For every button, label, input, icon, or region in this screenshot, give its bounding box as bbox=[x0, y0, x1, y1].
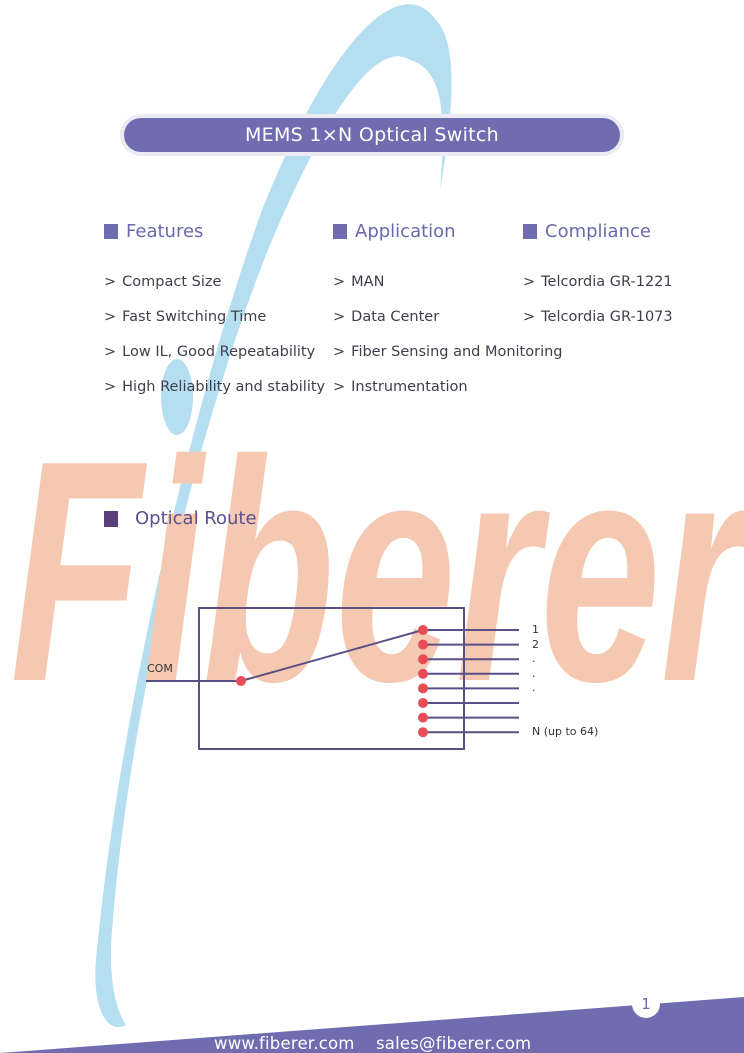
port-label: 2 bbox=[532, 637, 539, 651]
port-label: . bbox=[532, 652, 536, 666]
port-label: N (up to 64) bbox=[532, 725, 599, 739]
optical-route-heading: Optical Route bbox=[104, 508, 257, 529]
port-label: . bbox=[532, 666, 536, 680]
compliance-item: >Telcordia GR-1221 bbox=[523, 274, 673, 290]
port-lines bbox=[423, 629, 519, 734]
port-dot bbox=[418, 712, 428, 723]
port-dot bbox=[418, 698, 428, 708]
port-dot bbox=[418, 683, 428, 694]
optical-route-square-icon bbox=[104, 510, 118, 527]
application-square-icon bbox=[333, 224, 347, 239]
port-dots bbox=[418, 625, 428, 738]
port-dot bbox=[418, 668, 428, 679]
watermark-text: Fiberer bbox=[10, 395, 744, 747]
compliance-heading: Compliance bbox=[523, 221, 651, 242]
port-label: 1 bbox=[532, 623, 539, 636]
application-item: >Fiber Sensing and Monitoring bbox=[333, 344, 563, 360]
application-heading-label: Application bbox=[355, 221, 456, 242]
features-heading: Features bbox=[104, 221, 203, 242]
com-dot bbox=[236, 676, 246, 686]
footer-email[interactable]: sales@fiberer.com bbox=[376, 1034, 532, 1053]
port-dot bbox=[418, 727, 428, 738]
compliance-item: >Telcordia GR-1073 bbox=[523, 309, 673, 325]
features-item: >Compact Size bbox=[104, 274, 222, 290]
decorative-arc bbox=[95, 4, 452, 1028]
application-item: >Data Center bbox=[333, 309, 440, 325]
footer-band bbox=[0, 997, 744, 1053]
port-dot bbox=[418, 639, 428, 650]
features-item: >High Reliability and stability bbox=[104, 379, 326, 395]
features-item: >Low IL, Good Repeatability bbox=[104, 344, 316, 360]
features-item: >Fast Switching Time bbox=[104, 309, 267, 325]
com-label: COM bbox=[147, 662, 173, 675]
footer-website[interactable]: www.fiberer.com bbox=[214, 1034, 355, 1053]
port-dot bbox=[418, 625, 428, 635]
switch-arm-line bbox=[240, 629, 424, 682]
compliance-heading-label: Compliance bbox=[545, 221, 651, 242]
features-square-icon bbox=[104, 224, 118, 239]
features-heading-label: Features bbox=[126, 221, 204, 242]
compliance-square-icon bbox=[523, 224, 537, 239]
page-number: 1 bbox=[632, 990, 660, 1018]
port-dot bbox=[418, 654, 428, 665]
application-item: >Instrumentation bbox=[333, 379, 468, 395]
application-item: >MAN bbox=[333, 274, 385, 290]
optical-route-heading-label: Optical Route bbox=[135, 508, 257, 529]
application-heading: Application bbox=[333, 221, 456, 242]
switch-box bbox=[198, 607, 465, 750]
page-title: MEMS 1×N Optical Switch bbox=[124, 118, 620, 152]
port-label: . bbox=[532, 681, 536, 695]
